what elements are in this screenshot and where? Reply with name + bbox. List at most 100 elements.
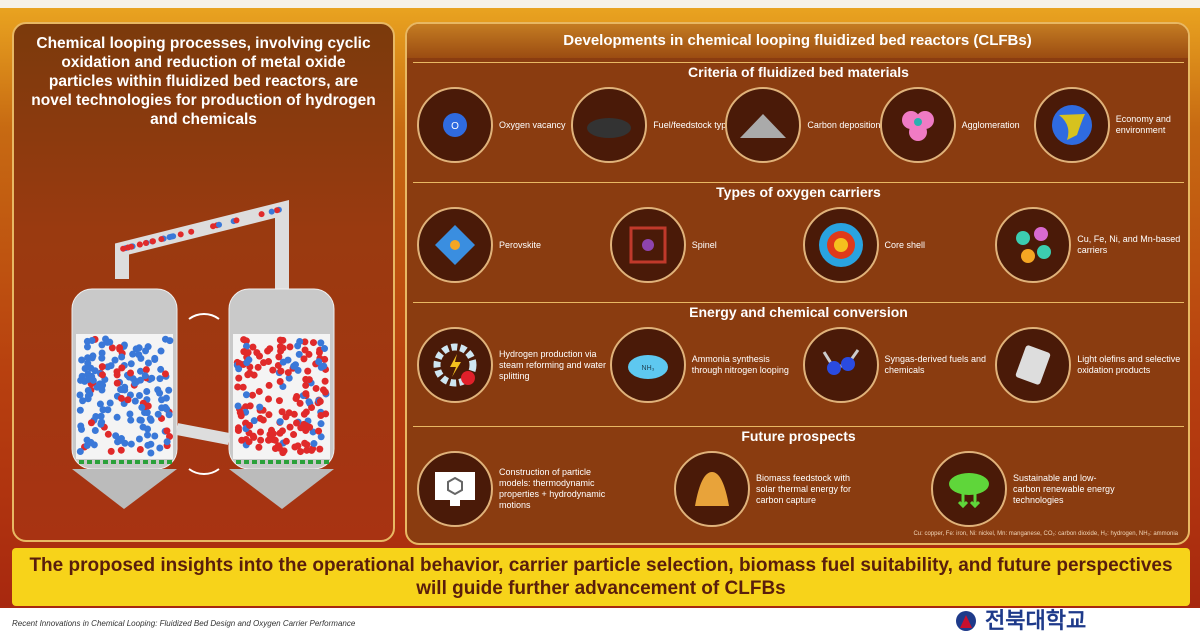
particle [282, 437, 290, 445]
particle [89, 376, 97, 384]
university-logo: 전북대학교 [955, 610, 1086, 632]
logo-text: 전북대학교 [985, 608, 1087, 633]
particle [322, 410, 330, 418]
particle [316, 398, 324, 406]
particle [310, 440, 318, 448]
particle [268, 208, 275, 215]
particle [269, 366, 277, 374]
particle [113, 413, 121, 421]
particle [136, 445, 144, 453]
particle [264, 395, 272, 403]
particle [104, 363, 112, 371]
particle [165, 386, 173, 394]
particle [136, 376, 144, 384]
particle [157, 347, 165, 355]
particle [136, 416, 144, 424]
riser-pipe [115, 200, 289, 289]
molecule-icon [802, 327, 879, 403]
particle [163, 427, 171, 435]
particle [265, 411, 273, 419]
particle [98, 363, 106, 371]
nh3-cloud-icon: NH₃ [609, 327, 686, 403]
particle [151, 432, 159, 440]
particle [296, 399, 304, 407]
particle [84, 354, 92, 362]
particle [126, 410, 134, 418]
particle [321, 377, 329, 385]
particle [286, 423, 294, 431]
particle [242, 391, 250, 399]
particle [131, 397, 139, 405]
item-label: Agglomeration [961, 119, 1020, 130]
particle [144, 343, 152, 351]
particle [98, 341, 106, 349]
particle [265, 436, 273, 444]
item-label: Spinel [691, 239, 717, 250]
particle [255, 443, 263, 451]
particle [144, 359, 152, 367]
particle [236, 408, 244, 416]
particle [113, 371, 121, 379]
particle [246, 402, 254, 410]
particle [253, 349, 261, 357]
criteria-item: O Oxygen vacancy [417, 87, 566, 163]
particle [98, 371, 106, 379]
globe-icon [1033, 87, 1110, 163]
particle [78, 425, 86, 433]
particle [99, 406, 107, 414]
particle [135, 392, 143, 400]
particle [76, 391, 84, 399]
item-label: Ammonia synthesis through nitrogen loopi… [691, 354, 789, 375]
particle [291, 443, 299, 451]
particle [303, 441, 311, 449]
intro-text: Chemical looping processes, involving cy… [31, 35, 376, 128]
item-label: Core shell [884, 239, 926, 250]
particle [162, 394, 170, 402]
particle [240, 348, 248, 356]
particle [144, 431, 152, 439]
particle [277, 347, 285, 355]
particle [292, 419, 300, 427]
particle [98, 354, 106, 362]
particle [127, 440, 135, 448]
coal-icon [571, 87, 648, 163]
particle [113, 379, 121, 387]
particle [108, 344, 116, 352]
particle [166, 234, 173, 241]
particle [275, 444, 283, 452]
particle [316, 445, 324, 453]
particle [118, 364, 126, 372]
criteria-item: Construction of particle models: thermod… [417, 451, 609, 527]
particle [258, 211, 265, 218]
particle [92, 413, 100, 421]
particle [308, 446, 316, 454]
criteria-item: NH₃ Ammonia synthesis through nitrogen l… [609, 327, 802, 403]
particle [235, 365, 243, 373]
particle [271, 436, 279, 444]
particle [143, 387, 151, 395]
section-title: Energy and chemical conversion [689, 304, 908, 320]
particle [260, 359, 268, 367]
particle [291, 361, 299, 369]
particle [154, 410, 162, 418]
particle [276, 429, 284, 437]
carbon-pile-icon [725, 87, 802, 163]
particle [116, 344, 124, 352]
particle [112, 432, 120, 440]
particle [161, 403, 169, 411]
particle [266, 430, 274, 438]
criteria-item: Sustainable and low-carbon renewable ene… [931, 451, 1123, 527]
item-label: Perovskite [499, 239, 542, 250]
item-label: Carbon deposition [807, 119, 881, 130]
particle [156, 375, 164, 383]
fuel-can-icon [995, 327, 1072, 403]
particle [97, 412, 105, 420]
particle [127, 416, 135, 424]
particle [234, 427, 242, 435]
particle [249, 343, 257, 351]
particle [243, 342, 251, 350]
particle [297, 448, 305, 456]
particle [139, 423, 147, 431]
particle [315, 427, 323, 435]
particle [250, 433, 258, 441]
